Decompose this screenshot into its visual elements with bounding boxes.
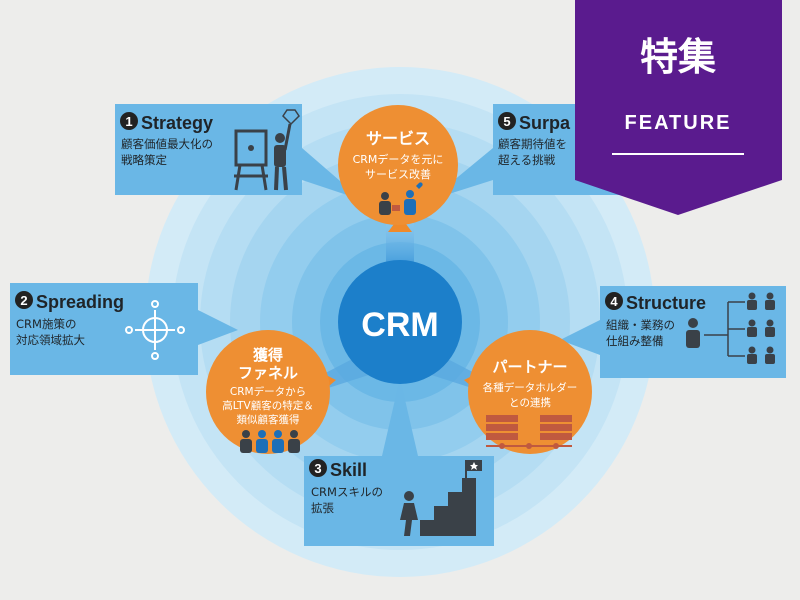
feature-banner: 特集 FEATURE (575, 0, 782, 215)
crm-center-node: CRM (338, 260, 462, 384)
server-rack-icon (486, 415, 572, 449)
spreading-line-2: 対応領域拡大 (16, 333, 85, 347)
star-icon (470, 462, 478, 470)
funnel-people-icon (240, 430, 300, 453)
skill-line-1: CRMスキルの (311, 485, 383, 499)
funnel-line-2: 高LTV顧客の特定＆ (222, 399, 314, 412)
spreading-number: 2 (20, 293, 27, 308)
service-line-1: CRMデータを元に (353, 152, 444, 166)
banner-subtitle: FEATURE (625, 112, 732, 134)
crm-label: CRM (361, 306, 438, 344)
funnel-title-2: ファネル (238, 364, 298, 382)
banner-title: 特集 (640, 35, 716, 79)
presenter-whiteboard-icon (234, 109, 300, 191)
structure-title: Structure (626, 293, 706, 313)
funnel-line-1: CRMデータから (230, 385, 306, 398)
service-people-icon (379, 182, 423, 215)
surpass-line-2: 超える挑戦 (498, 153, 556, 167)
surpass-title: Surpa (519, 113, 571, 133)
structure-number: 4 (610, 294, 618, 309)
surpass-line-1: 顧客期待値を (498, 137, 567, 151)
strategy-line-1: 顧客価値最大化の (121, 137, 213, 151)
funnel-line-3: 類似顧客獲得 (237, 413, 300, 426)
partner-line-1: 各種データホルダー (483, 381, 578, 394)
spreading-title: Spreading (36, 292, 124, 312)
skill-card: 3 Skill CRMスキルの 拡張 (304, 456, 494, 546)
climbing-stairs-icon (400, 460, 482, 536)
funnel-title-1: 獲得 (253, 346, 283, 364)
strategy-title: Strategy (141, 113, 213, 133)
skill-title: Skill (330, 460, 367, 480)
strategy-card: 1 Strategy 顧客価値最大化の 戦略策定 (115, 104, 302, 195)
diamond-icon (282, 109, 300, 126)
skill-number: 3 (314, 461, 321, 476)
strategy-line-2: 戦略策定 (121, 153, 167, 167)
structure-card: 4 Structure 組織・業務の 仕組み整備 (600, 286, 786, 378)
funnel-node: 獲得 ファネル CRMデータから 高LTV顧客の特定＆ 類似顧客獲得 (206, 330, 330, 454)
structure-line-1: 組織・業務の (606, 318, 675, 332)
surpass-number: 5 (503, 114, 510, 129)
strategy-number: 1 (125, 114, 132, 129)
spreading-card: 2 Spreading CRM施策の 対応領域拡大 (10, 283, 198, 375)
service-title: サービス (366, 129, 430, 148)
service-line-2: サービス改善 (365, 167, 431, 181)
partner-node: パートナー 各種データホルダー との連携 (468, 330, 592, 454)
expand-arrows-icon (125, 300, 185, 360)
org-chart-icon (686, 292, 775, 364)
partner-line-2: との連携 (509, 396, 551, 409)
spreading-line-1: CRM施策の (16, 317, 76, 331)
structure-line-2: 仕組み整備 (606, 334, 664, 348)
skill-line-2: 拡張 (311, 501, 334, 515)
partner-title: パートナー (492, 358, 567, 376)
service-node: サービス CRMデータを元に サービス改善 (338, 105, 458, 225)
